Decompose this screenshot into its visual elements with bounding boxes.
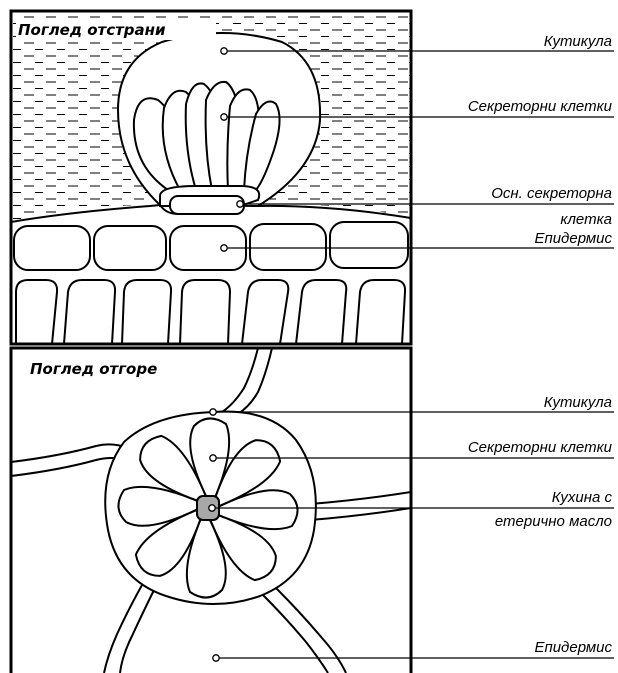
label-top-epidermis: Епидермис (534, 639, 612, 656)
leader-dot (221, 245, 227, 251)
leader-dot (210, 455, 216, 461)
label-side-cuticle: Кутикула (544, 33, 612, 50)
epidermis-cell (94, 226, 166, 270)
label-top-cavity-line1: Кухина с (552, 489, 613, 506)
epidermis-cell (14, 226, 90, 270)
label-top-secretory-cells: Секреторни клетки (468, 439, 613, 456)
side-view-title: Поглед отстрани (18, 21, 166, 39)
leader-dot (237, 201, 243, 207)
wall-line (104, 578, 146, 673)
basal-secretory-cell (170, 196, 244, 214)
label-side-basal-cell-line2: клетка (560, 211, 612, 228)
leader-dot (210, 409, 216, 415)
wall-line (276, 588, 346, 673)
wall-line (310, 508, 411, 520)
epidermis-cells-row1 (14, 222, 408, 270)
leader-dot (213, 655, 219, 661)
label-side-basal-cell-line1: Осн. секреторна (491, 185, 612, 202)
leader-dot (221, 48, 227, 54)
labels: Кутикула Секреторни клетки Осн. секретор… (468, 33, 613, 656)
label-top-cuticle: Кутикула (544, 394, 612, 411)
wall-line (222, 348, 258, 412)
label-side-secretory-cells: Секреторни клетки (468, 98, 613, 115)
label-side-epidermis: Епидермис (534, 230, 612, 247)
side-view-panel: Поглед отстрани (11, 11, 411, 344)
leader-dot (209, 505, 215, 511)
epidermis-cell (250, 224, 326, 270)
epidermis-cell (330, 222, 408, 268)
label-top-cavity-line2: етерично масло (495, 513, 612, 530)
wall-line (310, 492, 411, 504)
wall-line (11, 444, 128, 462)
leader-dot (221, 114, 227, 120)
wall-line (120, 582, 158, 673)
top-view-title: Поглед отгоре (30, 360, 157, 378)
